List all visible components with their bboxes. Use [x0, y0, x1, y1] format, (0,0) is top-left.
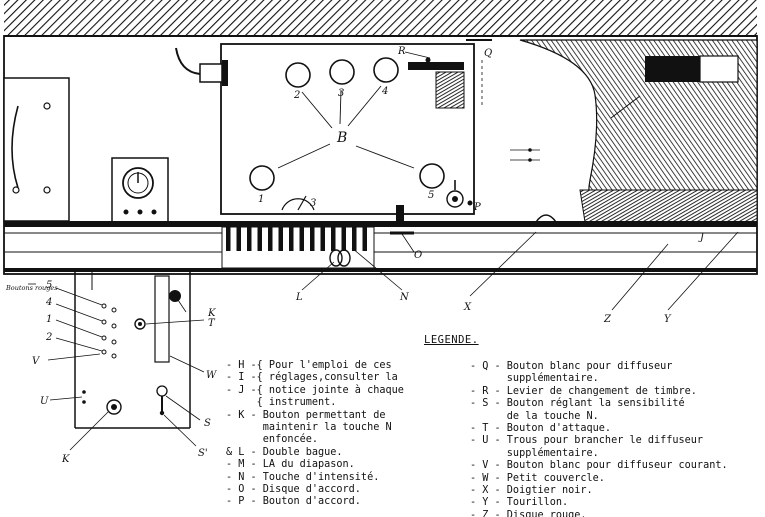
label-L: L	[295, 292, 303, 303]
legend-title: LEGENDE.	[424, 334, 479, 346]
label-dial-3: 3	[310, 198, 316, 209]
legend-entry: - M - LA du diapason.	[226, 459, 355, 471]
black-key[interactable]	[362, 227, 368, 251]
legend-entry: - O - Disque d'accord.	[226, 483, 361, 495]
label-U: U	[40, 396, 49, 407]
label-T: T	[208, 318, 216, 329]
label-side-4: 4	[45, 297, 52, 308]
label-N: N	[399, 292, 410, 303]
legend-entry: - Z - Disque rouge.	[470, 509, 587, 517]
black-key[interactable]	[310, 227, 315, 251]
knob-2[interactable]	[285, 62, 311, 88]
black-key[interactable]	[331, 227, 336, 251]
label-knob-5: 5	[428, 190, 434, 201]
knob-3[interactable]	[329, 59, 355, 85]
legend-entry: & L - Double bague.	[226, 446, 343, 458]
dial-arc	[281, 198, 315, 211]
legend-entry: supplémentaire.	[470, 447, 599, 459]
label-P: P	[473, 202, 481, 213]
legend-entry: { instrument.	[226, 397, 337, 409]
black-key[interactable]	[268, 227, 273, 251]
red-buttons[interactable]	[101, 303, 117, 359]
knob-1[interactable]	[249, 165, 275, 191]
legend-entry: - U - Trous pour brancher le diffuseur	[470, 435, 704, 447]
legend-entry: - N - Touche d'intensité.	[226, 471, 380, 483]
knob-5[interactable]	[419, 163, 445, 189]
label-J: J	[698, 232, 705, 243]
hold-button-K[interactable]	[169, 290, 181, 302]
legend-entry: - I -{ réglages,consulter la	[226, 372, 398, 384]
tone-lever-slot	[435, 71, 465, 109]
legend-entry: maintenir la touche N	[226, 421, 392, 433]
legend-entry: - X - Doigtier noir.	[470, 484, 593, 496]
legend-entry: - S - Bouton réglant la sensibilité	[470, 398, 685, 410]
finger-rest	[535, 214, 557, 223]
black-key[interactable]	[247, 227, 252, 251]
black-key[interactable]	[352, 227, 357, 251]
speaker-hatched-lower	[579, 189, 758, 223]
top-hatched-strip	[4, 0, 757, 36]
side-slot	[154, 275, 170, 363]
label-S-prime: S'	[198, 448, 208, 459]
knob-4[interactable]	[373, 57, 399, 83]
black-key[interactable]	[320, 227, 326, 251]
legend-entry: de la touche N.	[470, 410, 599, 422]
legend-entry: - J -{ notice jointe à chaque	[226, 384, 404, 396]
legend-entry: enfoncée.	[226, 434, 319, 446]
keyboard-rail-top	[4, 221, 757, 227]
legend-right-column: - Q - Bouton blanc pour diffuseur supplé…	[470, 361, 728, 517]
label-R: R	[397, 46, 406, 57]
legend-entry: supplémentaire.	[470, 373, 599, 385]
black-key[interactable]	[257, 227, 263, 251]
label-W: W	[206, 370, 217, 381]
black-key[interactable]	[341, 227, 347, 251]
left-panel-box	[3, 77, 70, 222]
black-key[interactable]	[236, 227, 242, 251]
double-ring	[329, 249, 343, 267]
label-S: S	[204, 418, 211, 429]
black-key[interactable]	[299, 227, 305, 251]
label-O: O	[414, 250, 422, 261]
label-side-5: 5	[46, 280, 52, 291]
black-key[interactable]	[278, 227, 284, 251]
keyboard	[221, 226, 375, 269]
black-key[interactable]	[226, 227, 231, 251]
legend-left-column: - H -{ Pour l'emploi de ces- I -{ réglag…	[226, 360, 404, 509]
sensitivity-knob[interactable]	[156, 385, 168, 397]
label-Y: Y	[664, 314, 672, 325]
legend-entry: - R - Levier de changement de timbre.	[470, 385, 697, 397]
legend-entry: - P - Bouton d'accord.	[226, 496, 361, 508]
legend-entry: - Y - Tourillon.	[470, 497, 569, 509]
label-red-buttons: Boutons rouges	[5, 284, 58, 292]
keyboard-keys[interactable]	[226, 227, 367, 251]
label-B: B	[336, 130, 347, 146]
label-Z: Z	[603, 314, 612, 325]
legend-entry: - H -{ Pour l'emploi de ces	[226, 360, 392, 371]
black-key[interactable]	[289, 227, 294, 251]
tone-lever-bar[interactable]	[408, 62, 464, 70]
label-knob-2: 2	[293, 90, 300, 101]
label-side-2: 2	[45, 332, 52, 343]
label-knob-4: 4	[381, 86, 388, 97]
label-side-1: 1	[46, 314, 52, 325]
label-knob-1: 1	[258, 194, 264, 205]
legend-entry: - Q - Bouton blanc pour diffuseur	[470, 361, 673, 372]
legend-entry: - W - Petit couvercle.	[470, 472, 605, 484]
cable	[175, 47, 201, 75]
keyboard-rail-bottom	[4, 268, 757, 272]
label-V: V	[32, 356, 41, 367]
label-knob-3: 3	[338, 88, 344, 99]
legend-entry: - V - Bouton blanc pour diffuseur couran…	[470, 460, 728, 472]
label-Q: Q	[484, 48, 492, 59]
tuning-flag-black	[645, 56, 700, 82]
label-X: X	[463, 302, 472, 313]
intensity-key[interactable]	[396, 205, 404, 227]
legend-entry: - K - Bouton permettant de	[226, 409, 386, 421]
label-K: K	[207, 308, 216, 319]
legend-entry: - T - Bouton d'attaque.	[470, 422, 612, 434]
label-bottom-K: K	[61, 454, 70, 465]
tuning-flag-white	[699, 55, 739, 83]
